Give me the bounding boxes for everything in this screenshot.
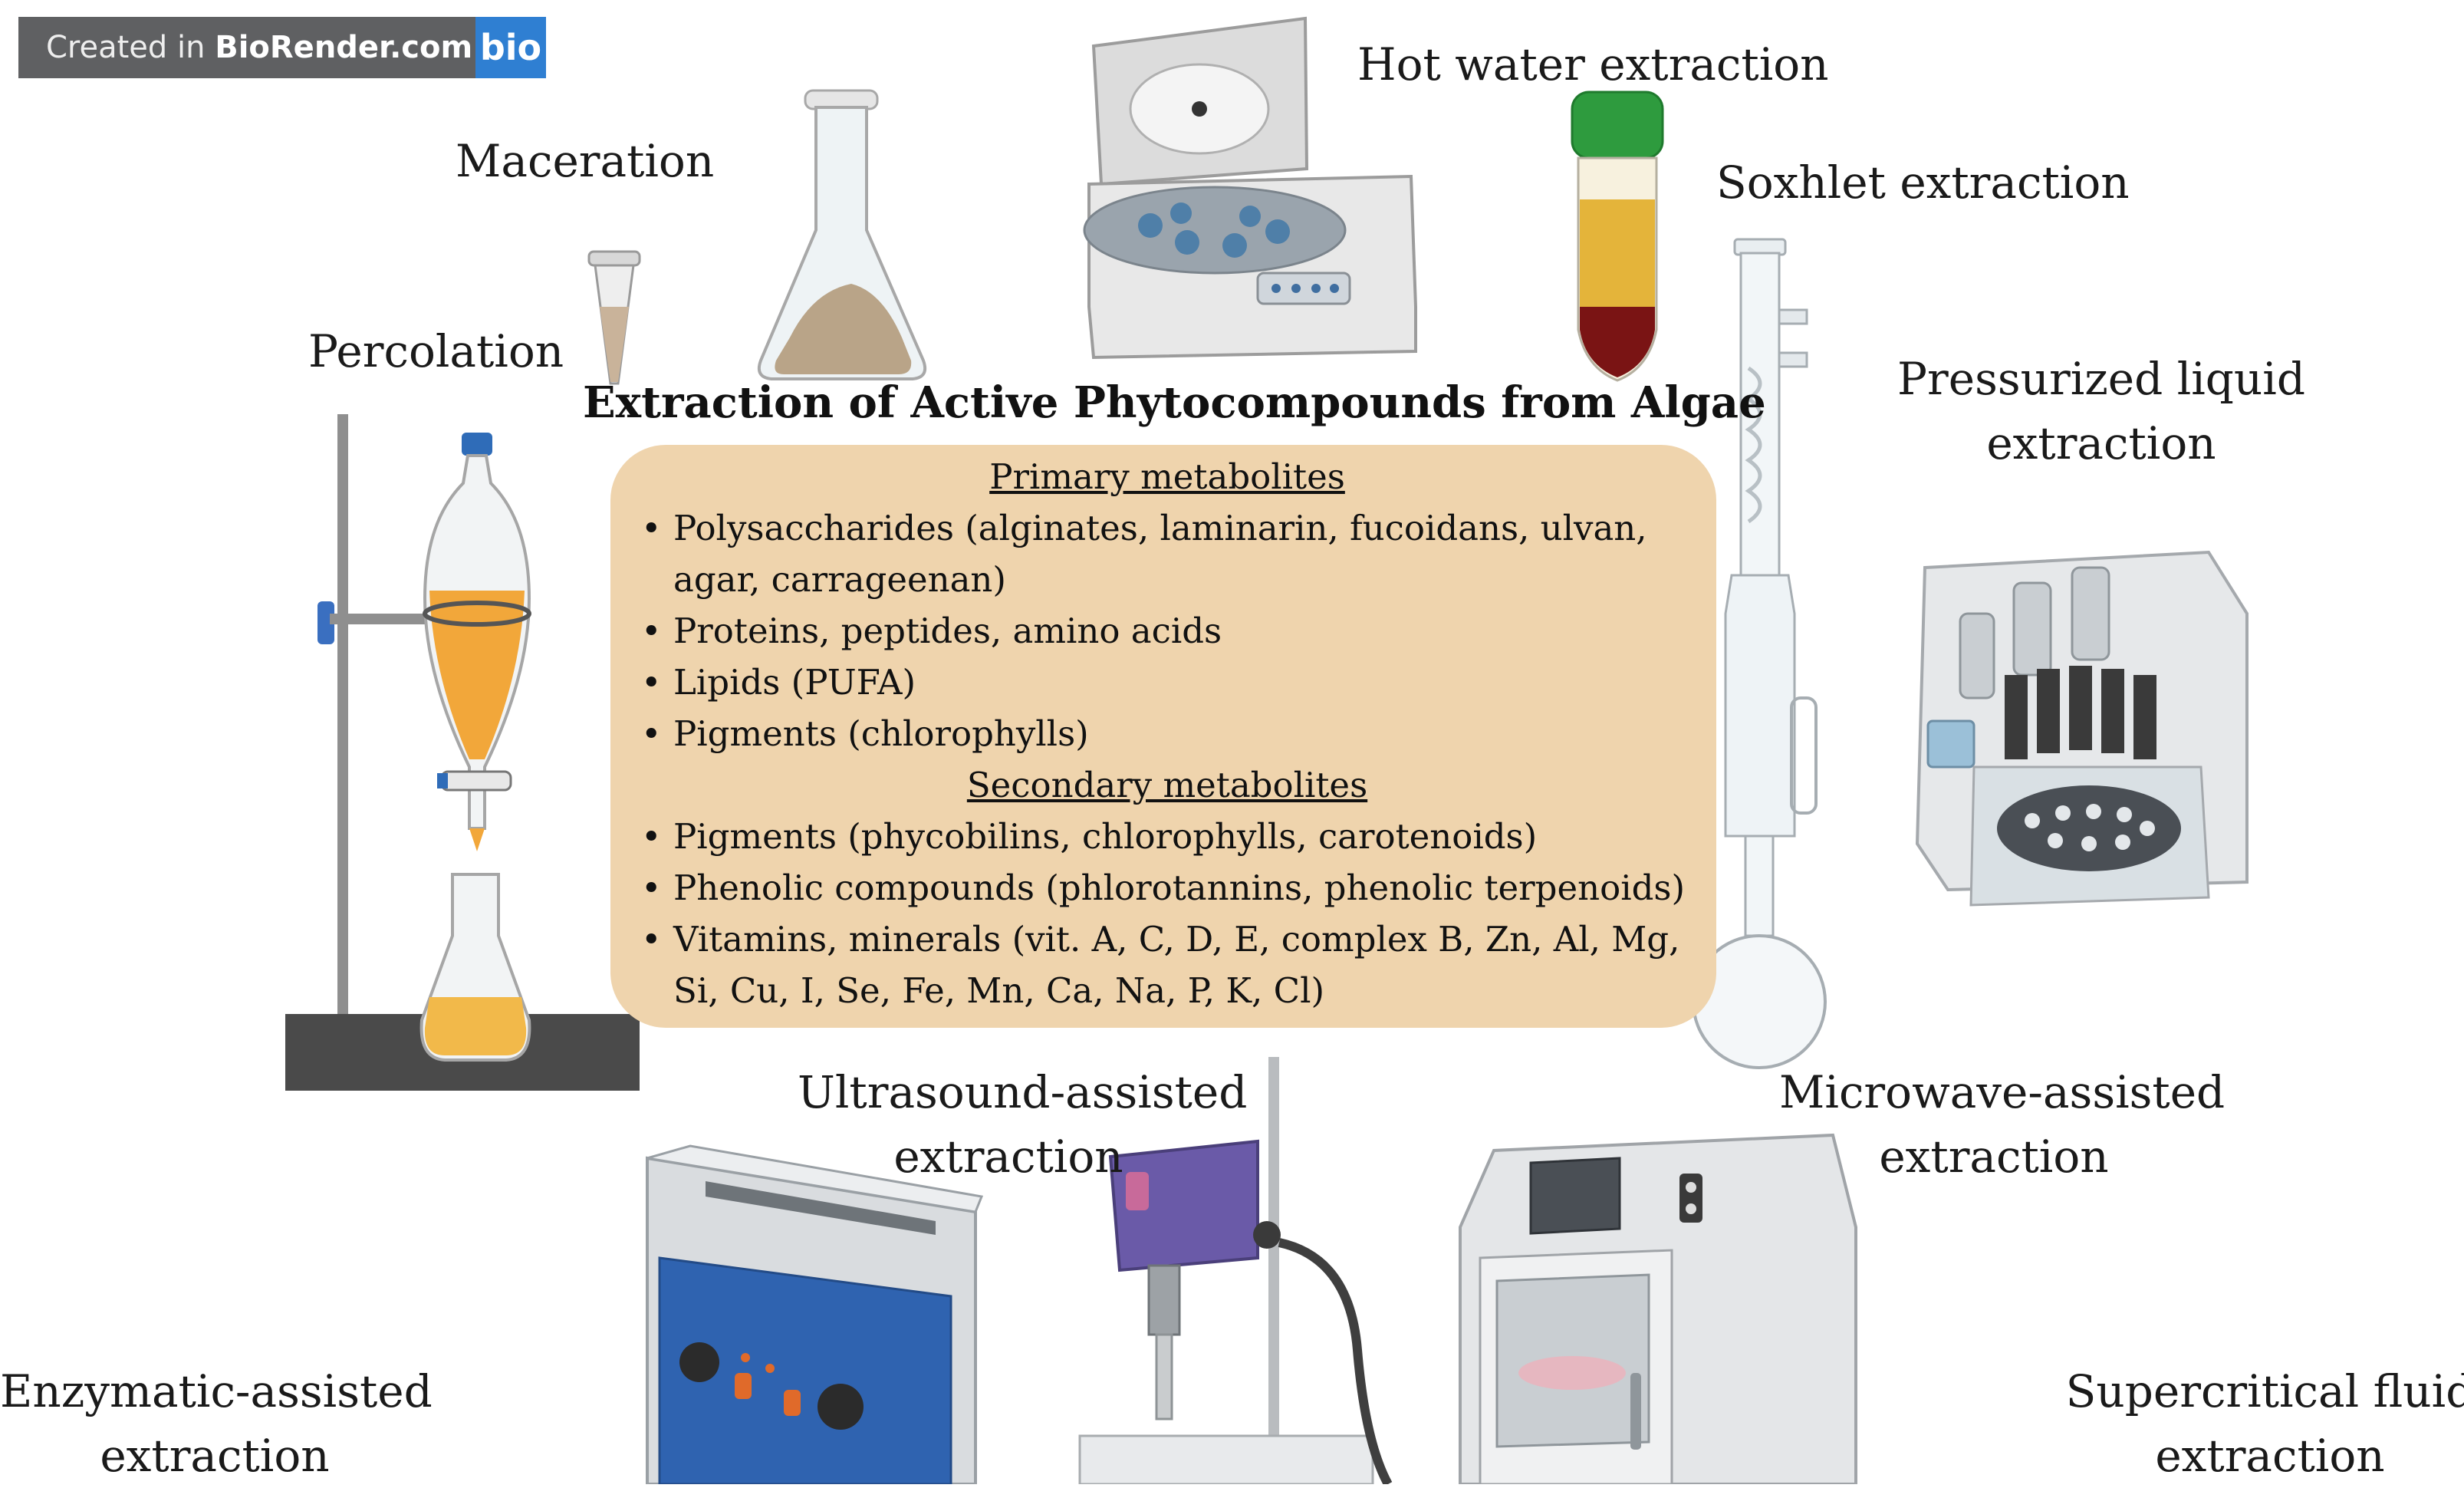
list-item: Proteins, peptides, amino acids bbox=[641, 605, 1693, 657]
list-item: Phenolic compounds (phlorotannins, pheno… bbox=[641, 862, 1693, 914]
label-maceration: Maceration bbox=[456, 135, 715, 187]
list-item: Pigments (phycobilins, chlorophylls, car… bbox=[641, 811, 1693, 862]
badge-text: Created in BioRender.com bbox=[46, 30, 473, 65]
pressurized-liquid-extractor-icon bbox=[1915, 550, 2249, 907]
label-enzymatic-assisted-extraction: Enzymatic-assisted extraction bbox=[0, 1359, 433, 1488]
label-line: extraction bbox=[893, 1131, 1123, 1183]
label-line: Microwave-assisted bbox=[1779, 1066, 2225, 1118]
secondary-metabolites-heading: Secondary metabolites bbox=[966, 765, 1368, 805]
secondary-metabolites-list: Pigments (phycobilins, chlorophylls, car… bbox=[641, 811, 1693, 1016]
label-line: extraction bbox=[1879, 1131, 2109, 1183]
list-item: Lipids (PUFA) bbox=[641, 657, 1693, 708]
label-supercritical-fluid-extraction: Supercritical fluid extraction bbox=[2055, 1359, 2464, 1488]
label-soxhlet-extraction: Soxhlet extraction bbox=[1716, 156, 2130, 209]
label-line: Enzymatic-assisted bbox=[0, 1365, 433, 1417]
biorender-badge: Created in BioRender.com bio bbox=[18, 17, 546, 78]
centrifuge-icon bbox=[1083, 16, 1417, 360]
label-pressurized-liquid-extraction: Pressurized liquid extraction bbox=[1887, 347, 2316, 476]
list-item: Pigments (chlorophylls) bbox=[641, 708, 1693, 759]
label-line: Pressurized liquid bbox=[1897, 353, 2305, 405]
biorender-logo: bio bbox=[475, 17, 546, 78]
percolation-apparatus-icon bbox=[285, 414, 640, 1091]
microwave-extractor-icon bbox=[1459, 1133, 1857, 1484]
metabolites-panel: Primary metabolites Polysaccharides (alg… bbox=[610, 445, 1716, 1028]
label-line: extraction bbox=[1986, 417, 2216, 470]
erlenmeyer-flask-icon bbox=[757, 89, 927, 380]
label-line: extraction bbox=[100, 1430, 330, 1483]
label-line: Ultrasound-assisted bbox=[798, 1066, 1248, 1118]
soxhlet-apparatus-icon bbox=[1692, 238, 1827, 1069]
primary-metabolites-list: Polysaccharides (alginates, laminarin, f… bbox=[641, 502, 1693, 759]
list-item: Polysaccharides (alginates, laminarin, f… bbox=[641, 502, 1693, 605]
diagram-title: Extraction of Active Phytocompounds from… bbox=[583, 377, 1766, 428]
hot-water-tube-icon bbox=[1571, 91, 1664, 382]
label-hot-water-extraction: Hot water extraction bbox=[1357, 38, 1829, 91]
ultrasonic-bath-icon bbox=[646, 1144, 984, 1484]
label-ultrasound-assisted-extraction: Ultrasound-assisted extraction bbox=[798, 1060, 1248, 1189]
primary-metabolites-heading: Primary metabolites bbox=[989, 456, 1345, 497]
label-line: extraction bbox=[2155, 1430, 2385, 1483]
ultrasound-probe-icon bbox=[1078, 1057, 1393, 1484]
list-item: Vitamins, minerals (vit. A, C, D, E, com… bbox=[641, 914, 1693, 1016]
label-microwave-assisted-extraction: Microwave-assisted extraction bbox=[1779, 1060, 2225, 1189]
label-line: Supercritical fluid bbox=[2065, 1365, 2464, 1417]
label-percolation: Percolation bbox=[308, 325, 564, 377]
maceration-tube-icon bbox=[587, 250, 641, 385]
